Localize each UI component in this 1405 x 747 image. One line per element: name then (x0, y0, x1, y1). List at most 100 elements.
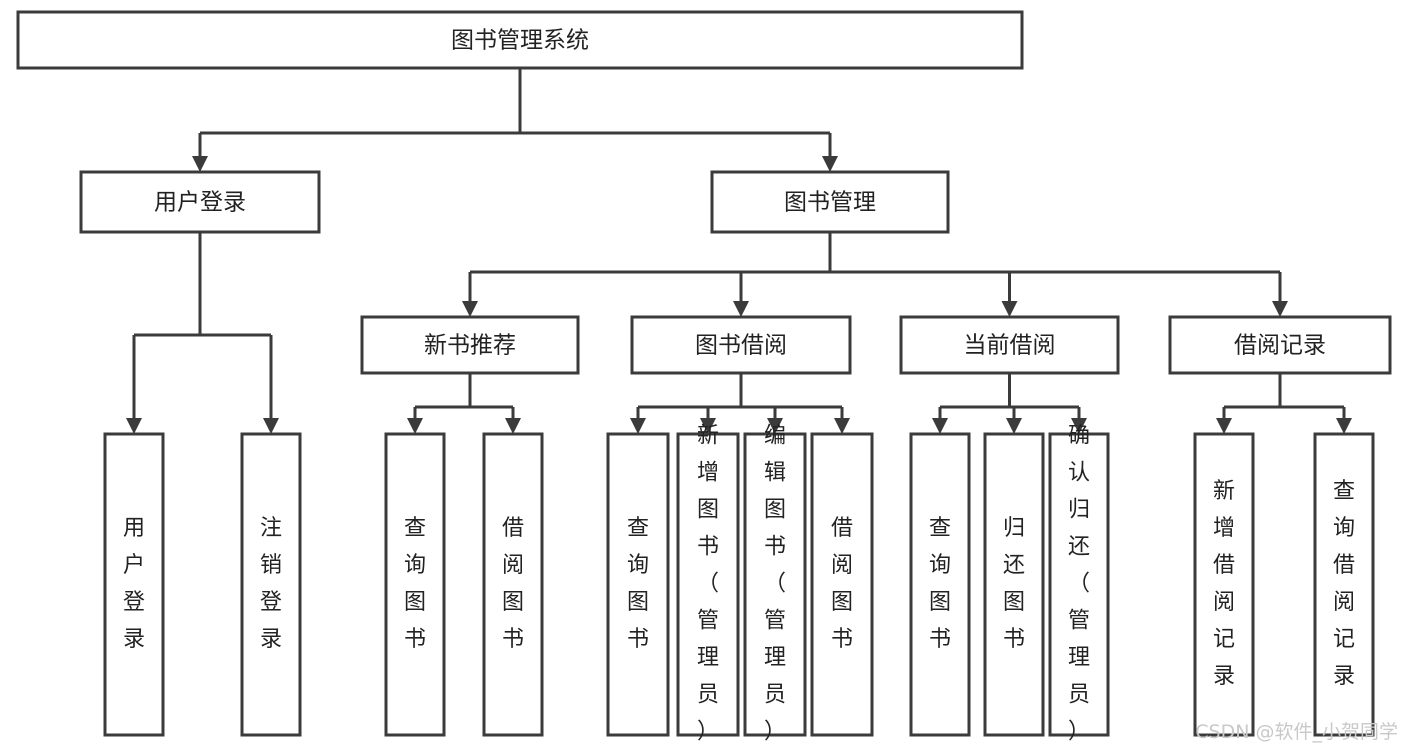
conn-record-leaves-arrow-0 (1216, 418, 1232, 434)
leaf-rc-query-char: 录 (1333, 664, 1355, 689)
leaf-nb-query-char: 询 (404, 553, 426, 578)
root-node-system[interactable] (16, 10, 1024, 70)
conn-user-to-leaves-arrow-1 (263, 418, 279, 434)
leaf-bo-borrow-char: 书 (831, 627, 853, 652)
connector-layer (126, 68, 1352, 434)
leaf-bo-add-char: 理 (697, 646, 719, 671)
leaf-cu-query-char: 询 (929, 553, 951, 578)
leaf-cu-confirm-char: ） (1068, 720, 1090, 745)
leaf-rc-query-char: 查 (1333, 479, 1355, 504)
leaf-bo-borrow-char: 借 (831, 516, 853, 541)
leaf-user-logout-char: 销 (260, 553, 282, 578)
leaf-cu-return-char: 书 (1003, 627, 1025, 652)
leaf-user-login-char: 用 (123, 516, 145, 541)
conn-book-to-level3-arrow-3 (1272, 301, 1288, 317)
conn-book-to-level3-arrow-2 (1001, 301, 1018, 317)
node-current-borrow[interactable] (899, 315, 1120, 375)
leaf-rc-add[interactable] (1193, 432, 1255, 737)
node-new-book-recommend[interactable] (360, 315, 580, 375)
leaf-bo-edit-char: ） (764, 720, 786, 745)
leaf-user-login-char: 登 (123, 590, 145, 615)
leaf-cu-confirm-char: （ (1068, 572, 1090, 597)
leaf-bo-add-char: ） (697, 720, 719, 745)
leaf-cu-confirm-char: 归 (1068, 498, 1090, 523)
leaf-cu-return-char: 归 (1003, 516, 1025, 541)
leaf-rc-query-char: 询 (1333, 516, 1355, 541)
leaf-bo-edit-char: 管 (764, 609, 786, 634)
leaf-bo-add-char: 图 (697, 498, 719, 523)
leaf-user-logout[interactable] (240, 432, 302, 737)
conn-root-to-level2-arrow-0 (192, 156, 208, 172)
leaf-bo-add-char: 新 (697, 424, 719, 449)
node-book-borrow[interactable] (630, 315, 852, 375)
node-user-login[interactable] (79, 170, 321, 234)
leaf-bo-edit-char: 理 (764, 646, 786, 671)
leaf-nb-borrow[interactable] (482, 432, 544, 737)
leaf-cu-return[interactable] (983, 432, 1045, 737)
leaf-nb-query-char: 图 (404, 590, 426, 615)
leaf-rc-add-char: 借 (1213, 553, 1235, 578)
leaf-nb-borrow-char: 借 (502, 516, 524, 541)
csdn-watermark: CSDN @软件_小贺同学 (1195, 721, 1398, 743)
conn-borrow-leaves-arrow-1 (700, 418, 716, 434)
leaf-cu-confirm-char: 管 (1068, 609, 1090, 634)
leaf-cu-confirm-char: 还 (1068, 535, 1090, 560)
leaf-bo-borrow-char: 图 (831, 590, 853, 615)
leaf-cu-confirm-char: 员 (1068, 683, 1090, 708)
leaf-bo-add-char: 员 (697, 683, 719, 708)
leaf-rc-query[interactable] (1313, 432, 1375, 737)
leaf-user-login[interactable] (103, 432, 165, 737)
leaf-nb-query-char: 查 (404, 516, 426, 541)
node-borrow-record[interactable] (1168, 315, 1392, 375)
leaf-user-login-char: 户 (123, 553, 145, 578)
leaf-user-logout-char: 录 (260, 627, 282, 652)
conn-user-to-leaves-arrow-0 (126, 418, 142, 434)
leaf-bo-edit-char: 编 (764, 424, 786, 449)
conn-current-leaves-arrow-2 (1071, 418, 1087, 434)
leaf-bo-edit-char: 书 (764, 535, 786, 560)
leaf-user-login-char: 录 (123, 627, 145, 652)
node-user-login-label: 用户登录 (154, 190, 246, 216)
leaf-cu-query-char: 查 (929, 516, 951, 541)
node-book-management[interactable] (710, 170, 950, 234)
conn-newbook-leaves-arrow-0 (407, 418, 423, 434)
leaf-bo-query[interactable] (606, 432, 670, 737)
leaf-cu-query[interactable] (909, 432, 971, 737)
leaf-cu-confirm-char: 认 (1068, 461, 1090, 486)
conn-current-leaves-arrow-0 (932, 418, 948, 434)
leaf-bo-query-char: 查 (627, 516, 649, 541)
leaf-nb-borrow-char: 图 (502, 590, 524, 615)
leaf-bo-add-char: 书 (697, 535, 719, 560)
leaf-bo-query-char: 书 (627, 627, 649, 652)
leaf-bo-add[interactable] (676, 432, 740, 737)
leaf-bo-edit-char: 员 (764, 683, 786, 708)
leaf-bo-borrow[interactable] (810, 432, 874, 737)
leaf-bo-edit[interactable] (743, 432, 807, 737)
conn-borrow-leaves-arrow-3 (834, 418, 850, 434)
conn-book-to-level3-arrow-0 (462, 301, 478, 317)
leaf-cu-confirm[interactable] (1048, 432, 1110, 737)
leaf-bo-borrow-char: 阅 (831, 553, 853, 578)
leaf-user-login-label: 用户登录 (123, 516, 145, 652)
leaf-nb-borrow-char: 书 (502, 627, 524, 652)
leaf-rc-add-char: 录 (1213, 664, 1235, 689)
leaf-cu-query-char: 图 (929, 590, 951, 615)
node-current-borrow-label: 当前借阅 (964, 333, 1056, 359)
leaf-bo-query-char: 图 (627, 590, 649, 615)
leaf-nb-query[interactable] (384, 432, 446, 737)
node-new-book-recommend-label: 新书推荐 (424, 333, 516, 359)
leaf-nb-query-char: 书 (404, 627, 426, 652)
